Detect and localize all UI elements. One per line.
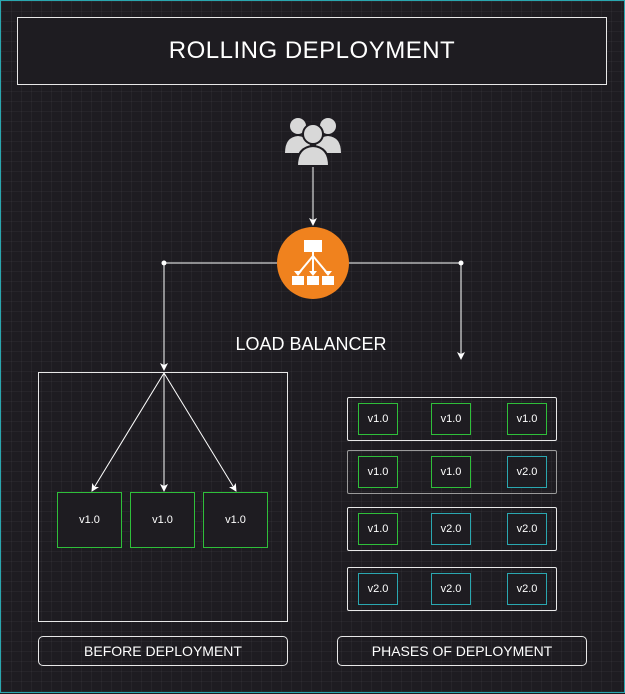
before-deployment-frame — [38, 372, 288, 622]
phase-4-server-3: v2.0 — [507, 573, 547, 605]
load-balancer-icon — [277, 227, 349, 299]
phase-row-1 — [347, 397, 557, 441]
phase-1-server-1: v1.0 — [358, 403, 398, 435]
phase-3-server-2: v2.0 — [431, 513, 471, 545]
phases-of-deployment-caption: PHASES OF DEPLOYMENT — [337, 636, 587, 666]
fanout-connector-1 — [91, 372, 165, 492]
phase-1-server-2: v1.0 — [431, 403, 471, 435]
diagram-title: ROLLING DEPLOYMENT — [17, 17, 607, 85]
load-balancer-label: LOAD BALANCER — [235, 334, 387, 354]
before-server-1: v1.0 — [57, 492, 122, 548]
before-deployment-caption: BEFORE DEPLOYMENT — [38, 636, 288, 666]
phase-3-server-1: v1.0 — [358, 513, 398, 545]
phase-1-server-3: v1.0 — [507, 403, 547, 435]
phase-row-3 — [347, 507, 557, 551]
phase-row-4 — [347, 567, 557, 611]
phase-4-server-1: v2.0 — [358, 573, 398, 605]
phase-2-server-2: v1.0 — [431, 456, 471, 488]
users-group-icon — [285, 118, 341, 167]
phase-2-server-3: v2.0 — [507, 456, 547, 488]
before-server-3: v1.0 — [203, 492, 268, 548]
phase-2-server-1: v1.0 — [358, 456, 398, 488]
fanout-connector-3 — [163, 372, 237, 492]
phase-3-server-3: v2.0 — [507, 513, 547, 545]
before-server-2: v1.0 — [130, 492, 195, 548]
phase-4-server-2: v2.0 — [431, 573, 471, 605]
phase-row-2 — [347, 450, 557, 494]
